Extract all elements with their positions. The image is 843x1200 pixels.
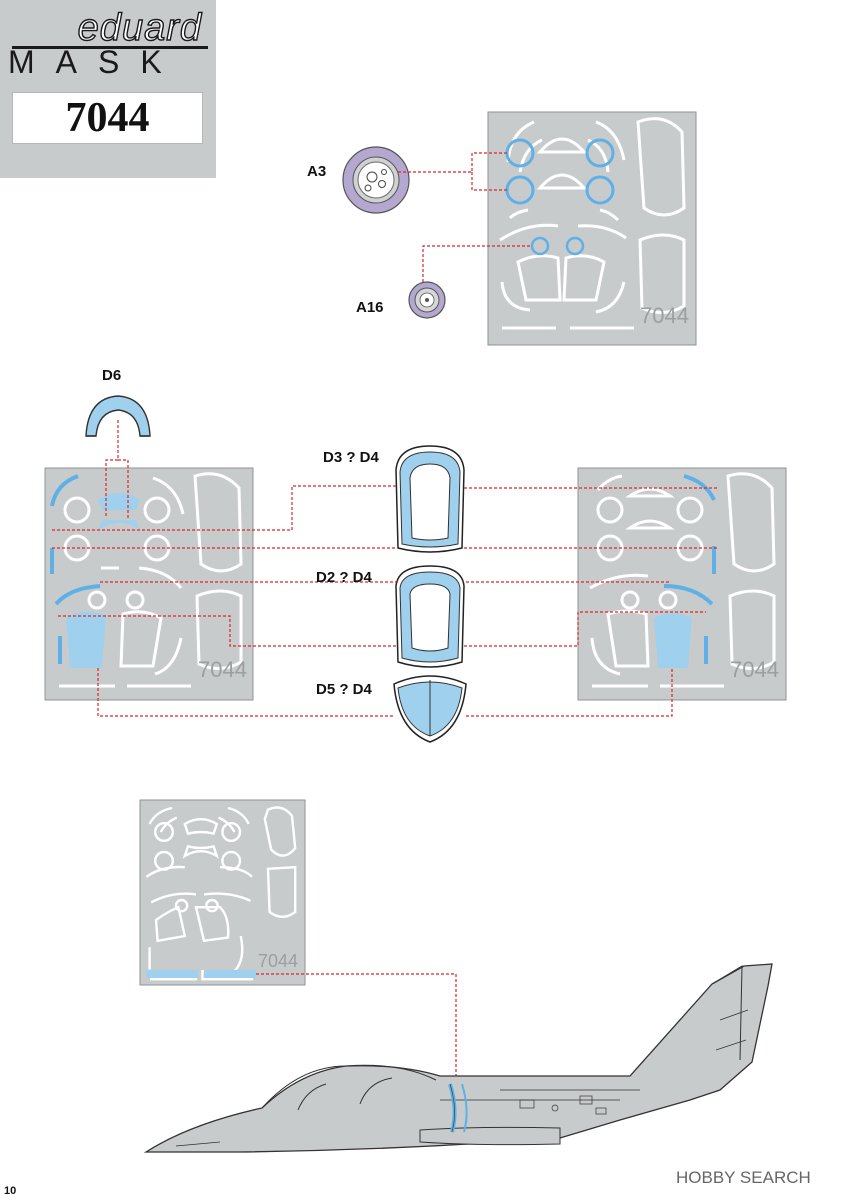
product-code: 7044 <box>12 92 203 144</box>
product-header <box>0 0 216 178</box>
wheel-a16 <box>408 281 446 319</box>
sheet-code-top: 7044 <box>640 303 689 328</box>
sheet-code-left: 7044 <box>198 657 247 682</box>
part-d6 <box>85 395 151 437</box>
brand-logo: eduard <box>77 7 202 49</box>
mask-sheet-top: 7044 <box>487 111 697 346</box>
product-line-title: MASK <box>8 44 183 80</box>
aircraft-side-view <box>143 963 773 1153</box>
watermark: HOBBY SEARCH <box>676 1168 811 1187</box>
page-number: 10 <box>4 1185 17 1197</box>
label-a3: A3 <box>307 163 326 180</box>
mask-sheet-left: 7044 <box>44 467 254 701</box>
label-d5-d4: D5 ? D4 <box>316 681 373 698</box>
part-d2-d4 <box>395 565 465 668</box>
label-a16: A16 <box>356 299 384 316</box>
label-d6: D6 <box>102 367 121 384</box>
sheet-code-right: 7044 <box>730 657 779 682</box>
label-d3-d4: D3 ? D4 <box>323 449 380 466</box>
sheet-code-bottom: 7044 <box>258 951 298 971</box>
leader-line-fuselage <box>256 973 457 1086</box>
mask-sheet-right: 7044 <box>577 467 787 701</box>
leader-lines-canopy <box>52 420 718 717</box>
part-d3-d4 <box>395 445 465 553</box>
part-d5-d4 <box>393 675 467 743</box>
wheel-a3 <box>342 146 410 214</box>
label-d2-d4: D2 ? D4 <box>316 569 373 586</box>
leader-lines-wheels <box>398 152 532 282</box>
brand-divider <box>12 46 208 49</box>
mask-sheet-bottom: 7044 <box>139 799 306 986</box>
